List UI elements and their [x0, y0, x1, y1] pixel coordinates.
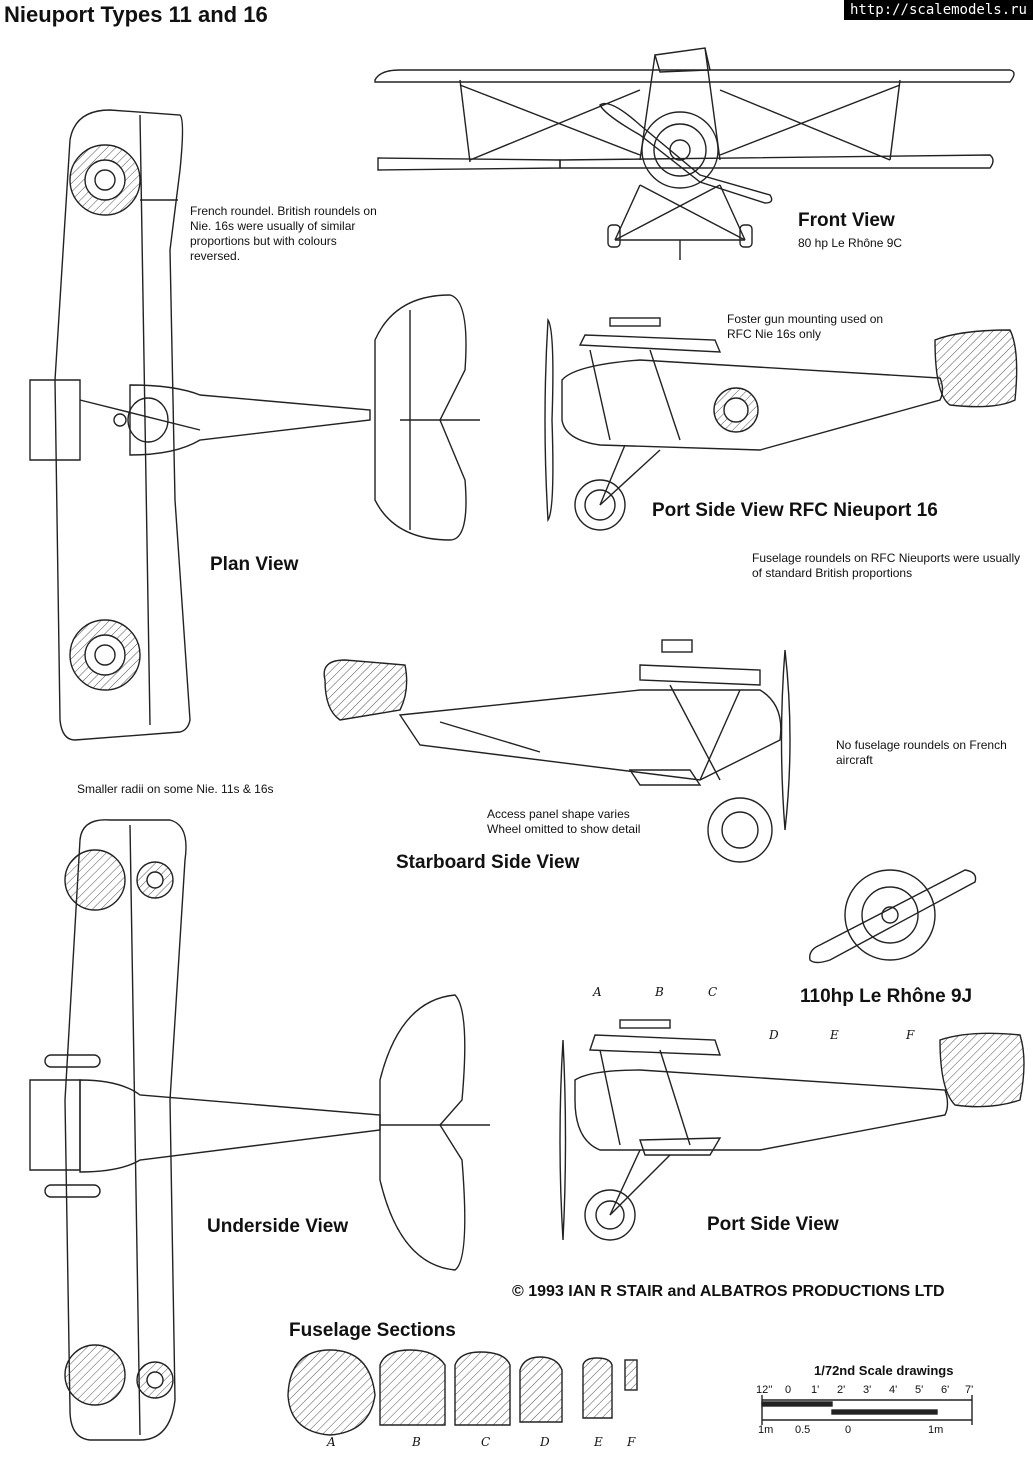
- scale-tick: 6': [941, 1384, 950, 1396]
- copyright: © 1993 IAN R STAIR and ALBATROS PRODUCTI…: [512, 1283, 945, 1300]
- station-letter: F: [906, 1028, 915, 1042]
- note-no-roundels: No fuselage roundels on French aircraft: [836, 738, 1007, 767]
- station-letter: A: [593, 985, 602, 999]
- front-view-label: Front View: [798, 210, 895, 231]
- scale-tick: 0: [785, 1384, 792, 1396]
- source-url-watermark: http://scalemodels.ru: [843, 0, 1033, 20]
- port-drawing: [559, 1019, 1025, 1241]
- scale-tick: 1': [811, 1384, 820, 1396]
- scale-tick: 12'': [756, 1384, 773, 1396]
- station-letter: B: [655, 985, 664, 999]
- scale-tick: 7': [965, 1384, 974, 1396]
- underside-drawing: [29, 819, 490, 1441]
- note-access-panel: Access panel shape varies: [487, 807, 630, 821]
- scale-tick: 4': [889, 1384, 898, 1396]
- scale-tick: 0.5: [795, 1424, 811, 1436]
- section-letter: D: [540, 1435, 550, 1449]
- scale-tick: 1m: [928, 1424, 944, 1436]
- scale-bar: [761, 1395, 973, 1425]
- scale-tick: 2': [837, 1384, 846, 1396]
- section-letter: E: [594, 1435, 603, 1449]
- note-foster-gun: Foster gun mounting used on RFC Nie 16s …: [727, 312, 884, 341]
- section-letter: C: [481, 1435, 491, 1449]
- plan-view-label: Plan View: [210, 554, 299, 575]
- note-smaller-radii: Smaller radii on some Nie. 11s & 16s: [77, 782, 274, 796]
- underside-label: Underside View: [207, 1216, 349, 1237]
- station-letter: E: [830, 1028, 839, 1042]
- station-letter: C: [708, 985, 718, 999]
- station-letter: D: [769, 1028, 779, 1042]
- note-wheel-omitted: Wheel omitted to show detail: [487, 822, 641, 836]
- plan-view-drawing: [29, 109, 480, 741]
- port-rfc-drawing: [544, 317, 1018, 531]
- front-view-drawing: [374, 47, 1015, 260]
- page-title: Nieuport Types 11 and 16: [4, 2, 268, 27]
- port-rfc-label: Port Side View RFC Nieuport 16: [652, 500, 938, 521]
- starboard-label: Starboard Side View: [396, 852, 580, 873]
- scale-title: 1/72nd Scale drawings: [814, 1363, 954, 1378]
- section-letter: F: [627, 1435, 636, 1449]
- front-view-engine: 80 hp Le Rhône 9C: [798, 236, 903, 250]
- section-letter: A: [327, 1435, 336, 1449]
- scale-tick: 0: [845, 1424, 852, 1436]
- engine-9j-drawing: [809, 869, 977, 964]
- fuselage-sections-drawing: [287, 1349, 638, 1436]
- scale-tick: 5': [915, 1384, 924, 1396]
- fuselage-sections-title: Fuselage Sections: [289, 1320, 456, 1341]
- scale-tick: 1m: [758, 1424, 774, 1436]
- section-letter: B: [412, 1435, 421, 1449]
- port-label: Port Side View: [707, 1214, 839, 1235]
- starboard-drawing: [323, 639, 791, 863]
- note-fuselage-roundels: Fuselage roundels on RFC Nieuports were …: [752, 551, 1021, 580]
- engine-9j-label: 110hp Le Rhône 9J: [800, 986, 973, 1007]
- note-french-roundel: French roundel. British roundels on Nie.…: [190, 204, 377, 263]
- scale-tick: 3': [863, 1384, 872, 1396]
